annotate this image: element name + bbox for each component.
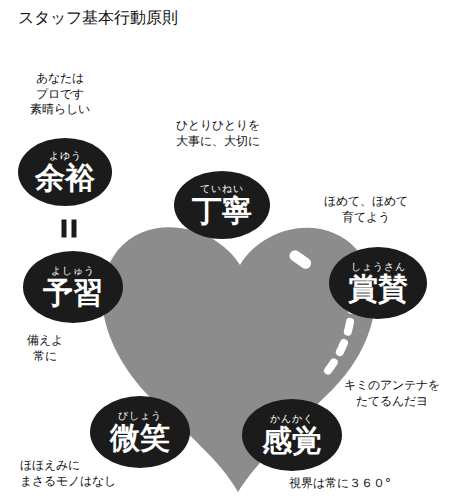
principle-ellipse: びしょう微笑ほほえみに まさるモノはなし [90, 396, 190, 468]
principle-caption: キミのアンテナを たてるんだヨ [338, 378, 446, 409]
principle-caption: 備えよ 常に [23, 333, 67, 364]
principle-ellipse: ていねい丁寧ひとりひとりを 大事に、大切に [174, 171, 270, 239]
furigana: ていねい [200, 183, 244, 194]
principle-ellipse: かんかく感覚キミのアンテナを たてるんだヨ視界は常に３６０° [242, 399, 342, 471]
furigana: しょうさん [351, 261, 406, 272]
principle-name: 予習 [43, 276, 103, 309]
principle-caption: ほめて、ほめて 育てよう [316, 194, 416, 225]
principle-ellipse: よゆう余裕あなたは プロです 素晴らしい [18, 138, 112, 206]
principle-name: 余裕 [35, 161, 95, 194]
title: スタッフ基本行動原則 [18, 8, 178, 29]
principle-caption: ほほえみに まさるモノはなし [20, 458, 130, 489]
principle-caption: ひとりひとりを 大事に、大切に [166, 118, 270, 149]
principle-name: 感覚 [262, 424, 322, 457]
principle-ellipse: よしゅう予習備えよ 常に [23, 251, 123, 323]
principle-caption: 視界は常に３６０° [289, 476, 391, 492]
heart-highlight [322, 300, 352, 378]
equals-connector [64, 220, 74, 238]
principle-name: 賞賛 [348, 272, 408, 305]
principle-name: 微笑 [110, 421, 170, 454]
principle-name: 丁寧 [192, 194, 252, 227]
furigana: よしゅう [51, 265, 95, 276]
furigana: びしょう [118, 410, 162, 421]
furigana: かんかく [270, 413, 314, 424]
furigana: よゆう [49, 150, 82, 161]
heart-highlight [287, 248, 313, 271]
principle-ellipse: しょうさん賞賛ほめて、ほめて 育てよう [329, 247, 427, 319]
principle-caption: あなたは プロです 素晴らしい [23, 71, 97, 118]
